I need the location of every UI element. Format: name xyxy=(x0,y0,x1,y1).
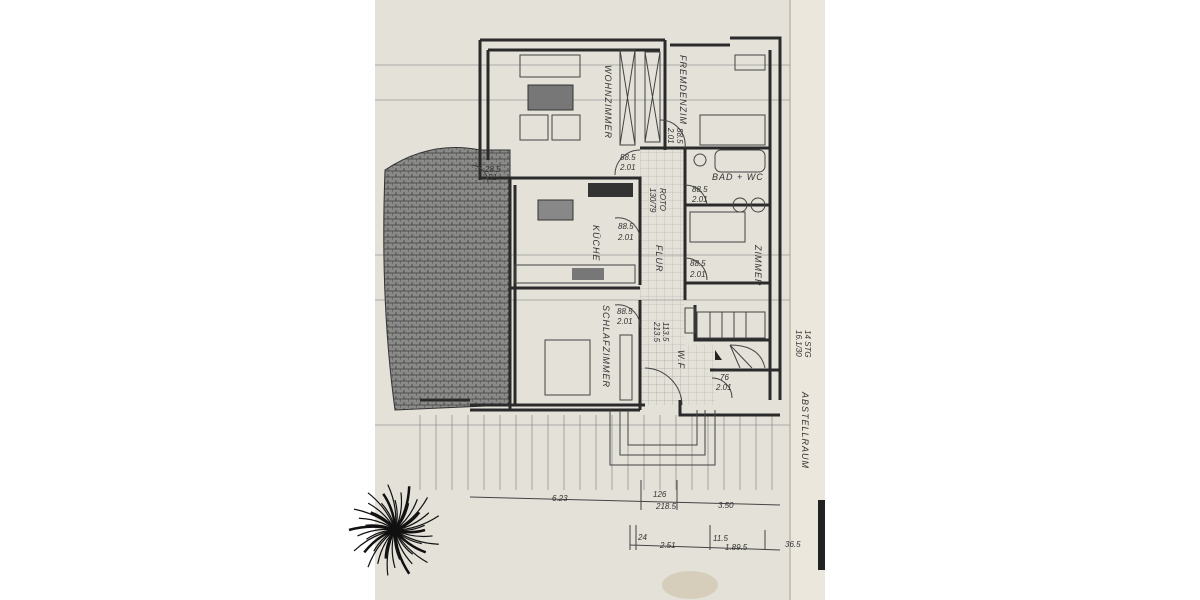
furniture xyxy=(514,49,766,401)
room-label-bad-wc: BAD + WC xyxy=(712,172,764,182)
room-label-wohnzimmer: WOHNZIMMER xyxy=(603,65,613,139)
room-label-fremdenzim: FREMDENZIM xyxy=(678,55,688,125)
door-size: 88.5 xyxy=(690,259,706,268)
dimension: 1.89.5 xyxy=(725,543,748,552)
entrance-door-height: 213.5 xyxy=(652,321,661,343)
entrance-door-width: 113.5 xyxy=(661,322,670,342)
stain xyxy=(662,571,718,599)
room-label-abstellraum: ABSTELLRAUM xyxy=(800,391,810,469)
room-label-wf: W.F xyxy=(676,350,686,369)
stair-steps: 14 STG xyxy=(803,330,812,358)
door-size: 51 xyxy=(488,173,497,182)
room-label-kueche: KÜCHE xyxy=(591,225,601,262)
door-size: 88.5 xyxy=(617,307,633,316)
dimension: 3.50 xyxy=(718,501,734,510)
door-size: 88.5 xyxy=(675,128,684,144)
door-size: 28.5 xyxy=(484,165,501,174)
roto-window-size: 130/79 xyxy=(648,188,657,213)
dimension: 24 xyxy=(637,533,647,542)
roto-window-label: ROTO xyxy=(658,188,667,211)
door-size: 88.5 xyxy=(618,222,634,231)
door-size: 88.5 xyxy=(620,153,636,162)
dimension: 126 xyxy=(653,490,667,499)
dimension: 6.23 xyxy=(552,494,568,503)
door-size: 76 xyxy=(720,373,729,382)
room-label-flur: FLUR xyxy=(654,245,664,273)
door-swings xyxy=(469,119,733,406)
dimension: 11.5 xyxy=(713,534,729,543)
door-size: 88.5 xyxy=(692,185,708,194)
dimension: 2.51 xyxy=(659,541,676,550)
door-size: 2.01 xyxy=(666,127,675,144)
door-size: 2.01 xyxy=(616,317,633,326)
tree-symbol xyxy=(348,484,440,576)
dimension: 218.5 xyxy=(655,502,677,511)
dimension-lines xyxy=(469,480,781,551)
dimension: 36.5 xyxy=(785,540,801,549)
room-label-zimmer: ZIMMER xyxy=(753,244,763,287)
room-label-schlafzimmer: SCHLAFZIMMER xyxy=(601,305,611,388)
door-size: 2.01 xyxy=(691,195,708,204)
door-size: 2.01 xyxy=(619,163,636,172)
entrance-steps xyxy=(609,410,716,466)
door-size: 2.01 xyxy=(617,233,634,242)
stair-rise: 16.1/30 xyxy=(794,330,803,357)
coffee-table xyxy=(527,84,574,111)
door-size: 2.01 xyxy=(689,270,706,279)
door-size: 2.01 xyxy=(715,383,732,392)
terrace-paving xyxy=(383,147,511,411)
tree-branch xyxy=(394,524,425,532)
